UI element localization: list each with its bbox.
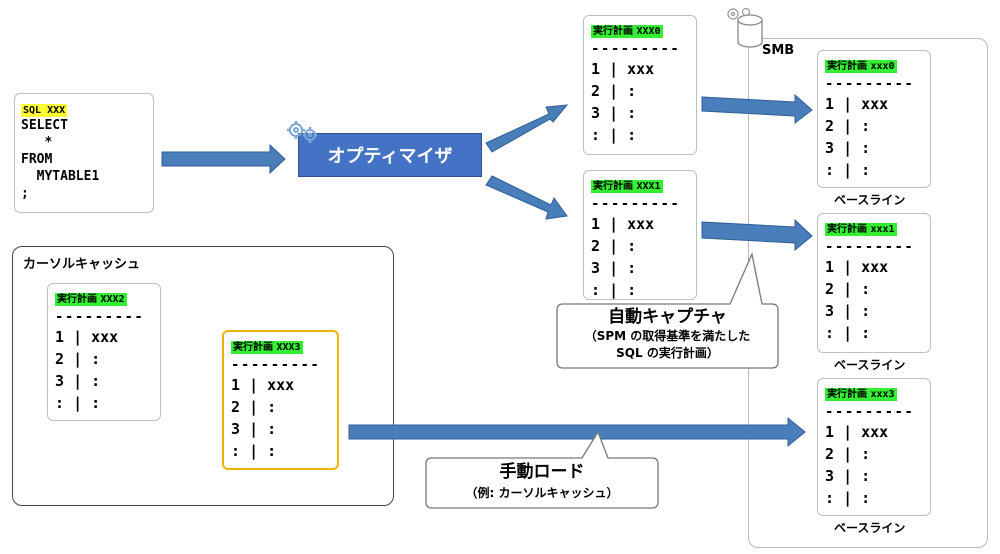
baseline-label: ベースライン [834, 521, 906, 535]
auto-capture-desc1: （SPM の取得基準を満たした [584, 329, 751, 343]
plan-row: : | : [591, 281, 637, 299]
arrow-optimizer-to-plan1 [485, 175, 568, 220]
arrow-cache3-to-baseline3 [348, 416, 806, 448]
sql-line: * [21, 135, 53, 150]
plan-row: 2 | : [55, 350, 101, 368]
plan-row: 3 | : [825, 467, 871, 485]
plan-row: : | : [825, 324, 871, 342]
sql-tag: SQL XXX [21, 104, 68, 117]
sql-line: ; [21, 186, 29, 201]
plan-row: : | : [825, 161, 871, 179]
plan-title-tag: 実行計画 xxx0 [825, 60, 897, 73]
plan-title-tag: 実行計画 xxx3 [825, 388, 897, 401]
auto-capture-title: 自動キャプチャ [608, 307, 727, 327]
manual-load-text: 手動ロード （例: カーソルキャッシュ） [426, 460, 658, 502]
manual-load-callout [425, 430, 659, 509]
plan-title-tag: 実行計画 XXX0 [591, 25, 663, 38]
plan-row: 1 | xxx [231, 376, 295, 394]
plan-row: : | : [231, 442, 277, 460]
auto-capture-text: 自動キャプチャ （SPM の取得基準を満たした SQL の実行計画） [557, 306, 778, 362]
plan-title-tag: 実行計画 XXX2 [55, 293, 127, 306]
plan-row: : | : [55, 394, 101, 412]
plan-separator: --------- [825, 76, 915, 92]
arrow-sql-to-optimizer [161, 143, 286, 175]
plan-row: 1 | xxx [825, 423, 889, 441]
smb-label: SMB [762, 43, 795, 58]
plan-row: 3 | : [591, 104, 637, 122]
gear-icon [287, 121, 317, 143]
auto-capture-callout [556, 251, 779, 369]
plan-separator: --------- [591, 196, 681, 212]
plan-row: 2 | : [825, 445, 871, 463]
sql-statement-box: SQL XXX SELECT * FROM MYTABLE1 ; [14, 93, 154, 213]
plan-row: 3 | : [55, 372, 101, 390]
plan-row: 1 | xxx [825, 258, 889, 276]
baseline-label: ベースライン [834, 358, 906, 372]
plan-row: 3 | : [825, 139, 871, 157]
manual-load-title: 手動ロード [499, 462, 585, 482]
plan-separator: --------- [55, 309, 145, 325]
gear-icon [727, 7, 751, 20]
plan-row: 3 | : [825, 302, 871, 320]
sql-line: FROM [21, 152, 53, 167]
plan-row: 2 | : [591, 82, 637, 100]
plan-separator: --------- [591, 41, 681, 57]
optimizer-box: オプティマイザ [298, 133, 482, 177]
arrow-plan1-to-baseline1 [701, 218, 813, 252]
plan-title-tag: 実行計画 xxx1 [825, 223, 897, 236]
plan-row: 1 | xxx [55, 328, 119, 346]
plan-row: 1 | xxx [825, 95, 889, 113]
plan-row: 2 | : [231, 398, 277, 416]
plan-row: 2 | : [591, 237, 637, 255]
plan-title-tag: 実行計画 XXX3 [231, 341, 303, 354]
plan-row: 1 | xxx [591, 60, 655, 78]
baseline-label: ベースライン [834, 193, 906, 207]
plan-row: 2 | : [825, 117, 871, 135]
plan-row: : | : [825, 489, 871, 507]
auto-capture-desc2: SQL の実行計画） [616, 346, 719, 360]
manual-load-sub: （例: カーソルキャッシュ） [465, 486, 619, 500]
sql-line: SELECT [21, 118, 68, 133]
plan-row: 3 | : [231, 420, 277, 438]
sql-line: MYTABLE1 [21, 169, 100, 184]
arrow-plan0-to-baseline0 [701, 93, 813, 125]
plan-row: 1 | xxx [591, 215, 655, 233]
plan-separator: --------- [825, 404, 915, 420]
plan-row: 3 | : [591, 259, 637, 277]
plan-row: : | : [591, 126, 637, 144]
plan-separator: --------- [825, 239, 915, 255]
optimizer-label: オプティマイザ [327, 146, 453, 167]
plan-title-tag: 実行計画 XXX1 [591, 180, 663, 193]
cursor-cache-title: カーソルキャッシュ [23, 257, 141, 272]
database-icon [737, 14, 763, 48]
plan-row: 2 | : [825, 280, 871, 298]
arrow-optimizer-to-plan0 [485, 104, 569, 153]
plan-separator: --------- [231, 357, 321, 373]
